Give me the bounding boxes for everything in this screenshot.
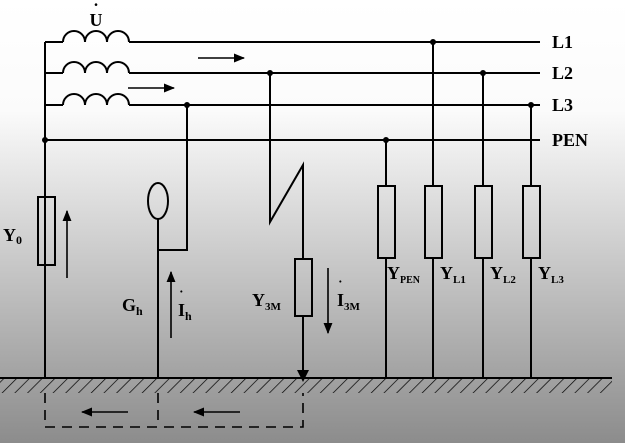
ground-return-path [44, 393, 304, 428]
source-voltage-label: U [90, 10, 103, 30]
junction-dot [480, 70, 486, 76]
label-i3m: I3M [337, 290, 361, 313]
y0-impedance [37, 196, 56, 266]
junction-dot [383, 137, 389, 143]
l3-to-gh-wire [158, 105, 188, 251]
label-l1: L1 [552, 32, 573, 52]
junction-dot [267, 70, 273, 76]
source-coil-3 [62, 93, 130, 106]
label-l3: L3 [552, 95, 573, 115]
label-gh: Gh [122, 295, 143, 318]
label-y0: Y0 [3, 225, 22, 247]
source-voltage-dot: ˙ [93, 0, 99, 20]
source-coil-2 [62, 61, 130, 74]
fault-ground-arrowhead [297, 370, 309, 382]
junction-dot [430, 39, 436, 45]
label-ih-dot: ˙ [179, 289, 184, 304]
label-l2: L2 [552, 63, 573, 83]
label-yl1: YL1 [440, 263, 466, 286]
label-i3m-dot: ˙ [338, 279, 343, 294]
junction-dot [184, 102, 190, 108]
junction-dot [528, 102, 534, 108]
junction-dot [42, 137, 48, 143]
label-ih: Ih [178, 300, 192, 323]
ground-hatch [0, 378, 612, 393]
label-pen: PEN [552, 130, 588, 150]
source-coil-1 [62, 30, 130, 43]
label-yl3: YL3 [538, 263, 564, 286]
label-y3m: Y3M [252, 290, 282, 313]
label-yl2: YL2 [490, 263, 516, 286]
label-ypen: YPEN [387, 263, 421, 286]
fault-zigzag [269, 73, 304, 258]
